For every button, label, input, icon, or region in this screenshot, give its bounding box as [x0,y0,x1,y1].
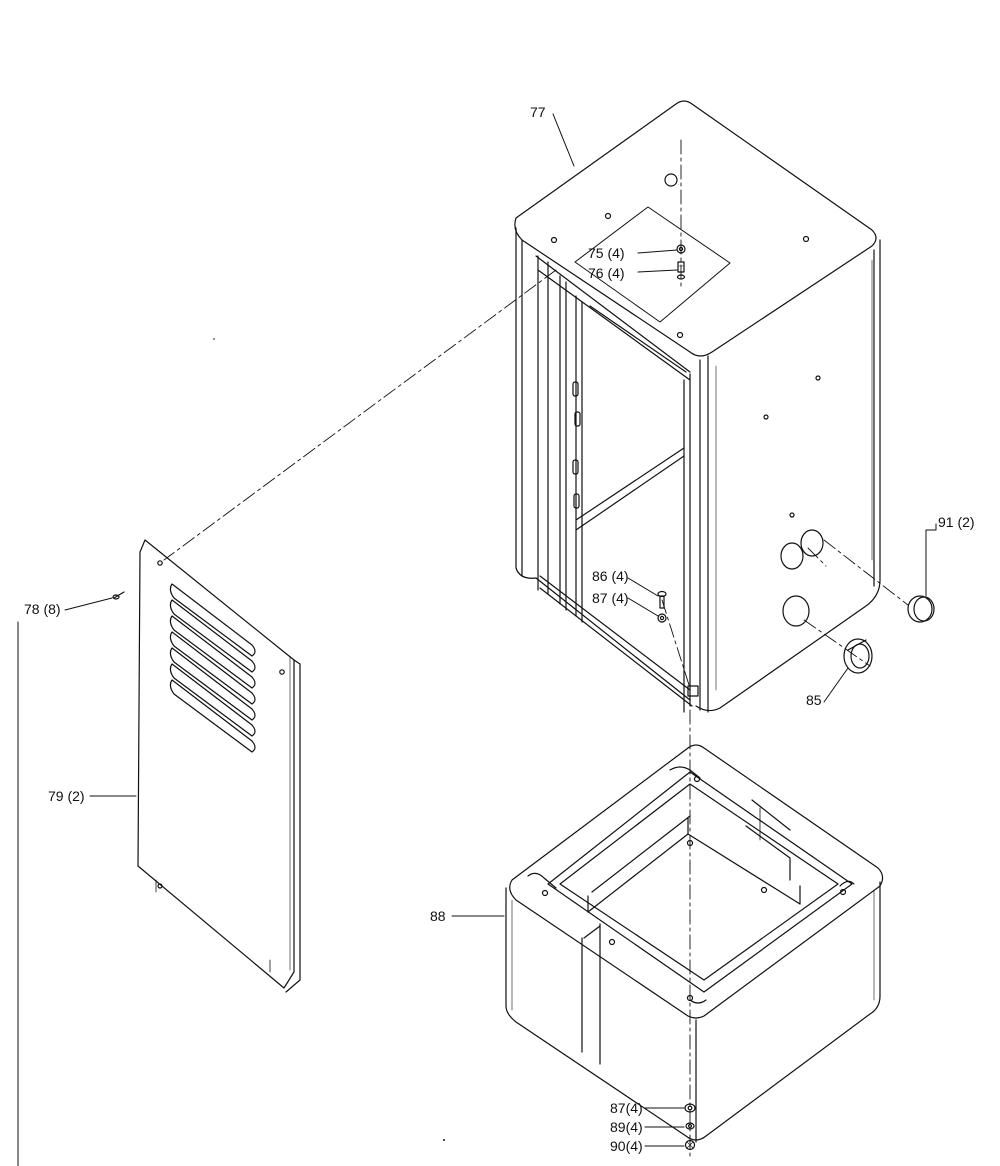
callout-91: 91 (2) [938,514,975,530]
callout-79: 79 (2) [48,788,85,804]
callout-87-upper: 87 (4) [592,590,629,606]
bushing-85 [844,639,872,673]
callout-78: 78 (8) [24,601,61,617]
leader-lines [65,114,936,1146]
callout-86: 86 (4) [592,568,629,584]
bolt-86-washer-87 [658,592,666,623]
bottom-fasteners-87-89-90 [685,1104,695,1150]
callout-88: 88 [430,908,446,924]
speck [443,1139,445,1141]
cabinet-77 [515,101,880,712]
assembly-center-lines [164,140,908,1160]
top-fasteners-75-76 [677,245,685,279]
callout-76: 76 (4) [588,265,625,281]
louvered-panel-79 [138,540,300,992]
callout-90: 90(4) [610,1138,643,1154]
screw-78 [113,592,124,599]
speck [213,338,215,340]
callout-87-lower: 87(4) [610,1100,643,1116]
plug-91 [908,596,934,622]
callout-89: 89(4) [610,1119,643,1135]
base-88 [506,745,883,1142]
callout-75: 75 (4) [588,245,625,261]
callout-77: 77 [530,104,546,120]
callout-85: 85 [806,692,822,708]
